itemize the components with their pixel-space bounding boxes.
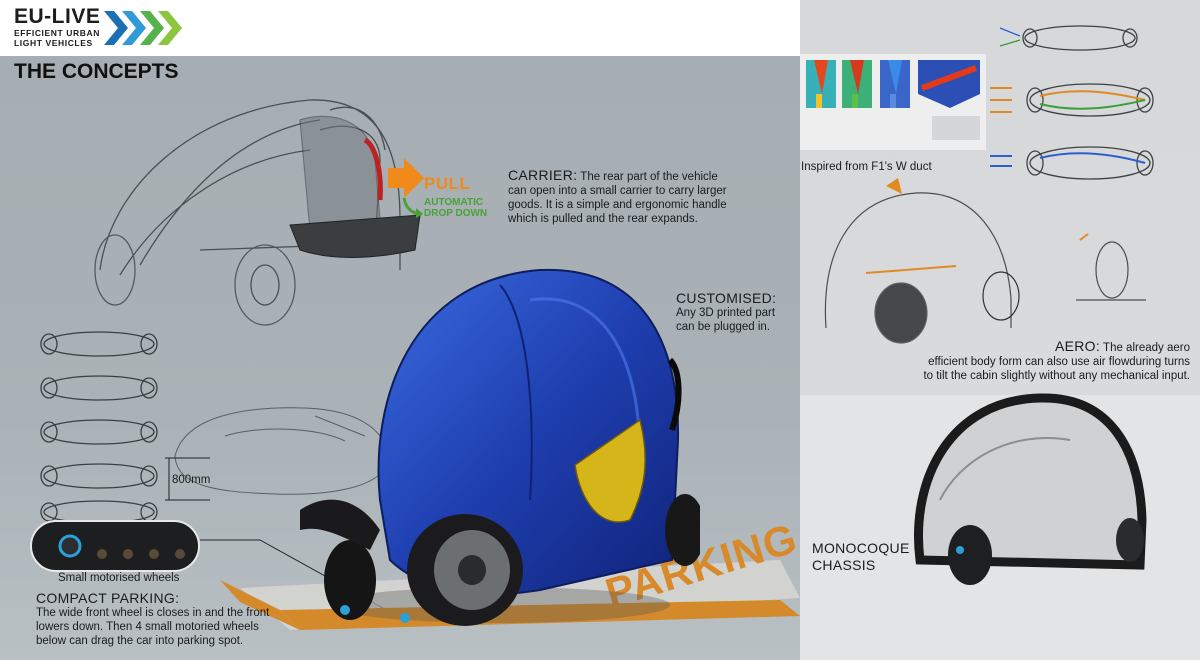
drop-label-line-2: DROP DOWN [424,208,488,219]
carrier-text-3: goods. It is a simple and ergonomic hand… [508,199,727,211]
brand-tagline-1: EFFICIENT URBAN [14,28,100,38]
drop-label-line-1: AUTOMATIC [424,197,484,208]
compact-parking-text-2: lowers down. Then 4 small motoried wheel… [36,621,259,633]
cfd-simulation-images [800,54,986,150]
wheels-caption: Small motorised wheels [58,572,180,584]
monocoque-line-2: CHASSIS [812,557,876,573]
drop-label: AUTOMATIC DROP DOWN [424,197,487,219]
drop-arrow-icon [402,196,424,218]
section-title: THE CONCEPTS [14,60,179,83]
aero-text-2: efficient body form can also use air flo… [928,356,1190,368]
monocoque-label: MONOCOQUE CHASSIS [812,540,910,574]
monocoque-line-1: MONOCOQUE [812,540,910,556]
compact-parking-text-3: below can drag the car into parking spot… [36,635,244,647]
brand-name: EU-LIVE [14,5,101,28]
customised-heading: CUSTOMISED: [676,290,777,306]
customised-text-2: can be plugged in. [676,321,770,333]
wheels-detail [30,520,200,572]
aero-description: AERO: The already aero efficient body fo… [900,339,1190,383]
customised-text-1: Any 3D printed part [676,307,776,319]
dimension-line [155,455,215,505]
dimension-label: 800mm [172,474,211,486]
aero-inspired-caption: Inspired from F1's W duct [801,161,932,173]
carrier-sketch [80,70,440,340]
brand-chevrons-icon [104,9,186,47]
carrier-rear-detail [250,100,450,270]
compact-parking-heading: COMPACT PARKING: [36,590,180,606]
brand-tagline-2: LIGHT VEHICLES [14,38,93,48]
aero-front-sketch [1066,230,1156,310]
parking-floor [180,560,840,660]
vehicle-render [300,260,700,630]
pull-arrow-icon [388,158,424,198]
aero-text-3: to tilt the cabin slightly without any m… [923,370,1190,382]
pull-label: PULL [424,174,471,193]
compact-parking-description: COMPACT PARKING: The wide front wheel is… [36,590,316,648]
aero-side-sketch [806,178,1036,348]
customised-description: CUSTOMISED: Any 3D printed part can be p… [676,290,796,334]
monocoque-render [880,390,1160,590]
aero-text-1: The already aero [1103,342,1190,354]
header-bar [0,0,800,56]
carrier-text-4: which is pulled and the rear expands. [508,213,698,225]
compact-parking-text-1: The wide front wheel is closes in and th… [36,607,270,619]
airflow-topview-sketches [990,8,1200,198]
carrier-heading: CARRIER: [508,167,578,183]
carrier-text-1: The rear part of the vehicle [580,171,718,183]
carrier-description: CARRIER: The rear part of the vehicle ca… [508,168,748,226]
carrier-text-2: can open into a small carrier to carry l… [508,185,727,197]
brand-logo: EU-LIVE EFFICIENT URBAN LIGHT VEHICLES [14,5,101,49]
parking-topview-sketches [34,326,164,526]
aero-heading: AERO: [1054,338,1101,354]
